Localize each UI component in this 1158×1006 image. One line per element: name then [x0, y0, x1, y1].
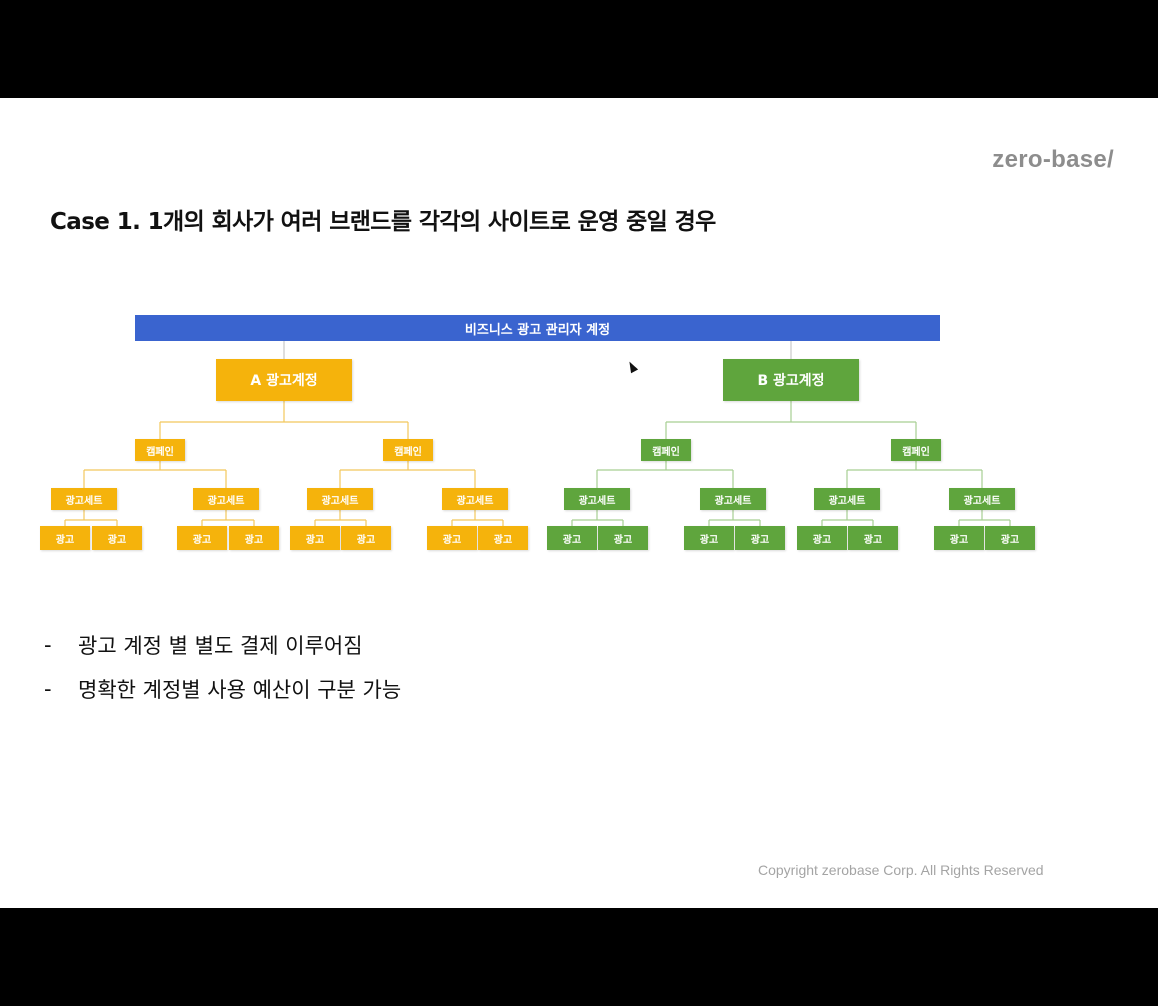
adset-node-a1-1: 광고세트: [51, 488, 117, 510]
ad-node-a1-1-1: 광고: [40, 526, 90, 550]
ad-node-b2-1-2: 광고: [848, 526, 898, 550]
bullet-text: 명확한 계정별 사용 예산이 구분 가능: [78, 678, 402, 702]
ad-node-a1-1-2: 광고: [92, 526, 142, 550]
ad-node-b2-2-2: 광고: [985, 526, 1035, 550]
bullet-item: - 광고 계정 별 별도 결제 이루어짐: [44, 623, 401, 667]
adset-node-a2-1: 광고세트: [307, 488, 373, 510]
ad-node-b1-2-2: 광고: [735, 526, 785, 550]
copyright-text: Copyright zerobase Corp. All Rights Rese…: [758, 862, 1044, 878]
ad-node-b2-2-1: 광고: [934, 526, 984, 550]
slide-title: Case 1. 1개의 회사가 여러 브랜드를 각각의 사이트로 운영 중일 경…: [50, 209, 716, 235]
bullet-list: - 광고 계정 별 별도 결제 이루어짐 - 명확한 계정별 사용 예산이 구분…: [44, 623, 401, 711]
bullet-dash: -: [44, 633, 52, 657]
ad-node-a1-2-1: 광고: [177, 526, 227, 550]
root-node-business-manager: 비즈니스 광고 관리자 계정: [135, 315, 940, 341]
zero-base-logo: zero-base/: [992, 146, 1114, 173]
adset-node-b2-2: 광고세트: [949, 488, 1015, 510]
campaign-node-b1: 캠페인: [641, 439, 691, 461]
ad-node-b1-1-1: 광고: [547, 526, 597, 550]
campaign-node-a2: 캠페인: [383, 439, 433, 461]
ad-node-b1-2-1: 광고: [684, 526, 734, 550]
bullet-text: 광고 계정 별 별도 결제 이루어짐: [78, 634, 363, 658]
ad-node-a2-1-2: 광고: [341, 526, 391, 550]
ad-node-a2-2-2: 광고: [478, 526, 528, 550]
ad-node-a2-2-1: 광고: [427, 526, 477, 550]
adset-node-b1-1: 광고세트: [564, 488, 630, 510]
adset-node-b1-2: 광고세트: [700, 488, 766, 510]
adset-node-a1-2: 광고세트: [193, 488, 259, 510]
ad-node-a1-2-2: 광고: [229, 526, 279, 550]
campaign-node-a1: 캠페인: [135, 439, 185, 461]
ad-node-b2-1-1: 광고: [797, 526, 847, 550]
account-node-b: B 광고계정: [723, 359, 859, 401]
connector-lines: [64, 341, 1011, 526]
adset-node-b2-1: 광고세트: [814, 488, 880, 510]
ad-node-b1-1-2: 광고: [598, 526, 648, 550]
ad-node-a2-1-1: 광고: [290, 526, 340, 550]
campaign-node-b2: 캠페인: [891, 439, 941, 461]
slide: zero-base/ Case 1. 1개의 회사가 여러 브랜드를 각각의 사…: [0, 98, 1158, 908]
bullet-item: - 명확한 계정별 사용 예산이 구분 가능: [44, 667, 401, 711]
adset-node-a2-2: 광고세트: [442, 488, 508, 510]
bullet-dash: -: [44, 677, 52, 701]
account-node-a: A 광고계정: [216, 359, 352, 401]
